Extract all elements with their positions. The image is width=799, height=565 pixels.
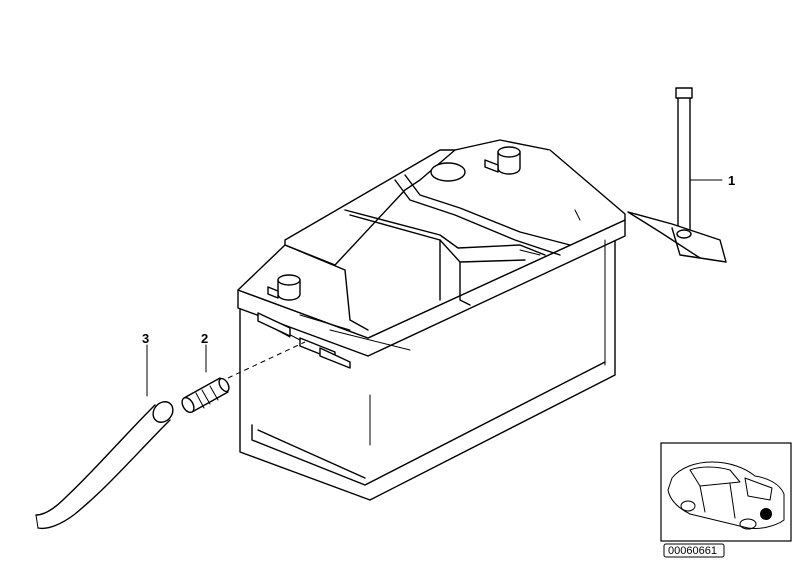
callout-1: 1	[728, 173, 735, 188]
callout-3: 3	[142, 331, 149, 346]
svg-text:00060661: 00060661	[668, 545, 717, 557]
terminal-positive	[484, 146, 521, 175]
part-1-bracket	[627, 87, 727, 263]
part-2-vent-adapter	[181, 341, 306, 414]
terminal-negative	[267, 274, 301, 301]
callout-2: 2	[201, 331, 208, 346]
battery-location-marker	[760, 508, 772, 520]
part-number-label: 00060661	[663, 543, 725, 558]
car-outline-icon	[667, 461, 785, 530]
part-3-vent-hose	[35, 401, 174, 530]
vehicle-locator-inset	[660, 442, 792, 542]
leader-lines	[146, 179, 723, 397]
battery	[237, 139, 626, 501]
